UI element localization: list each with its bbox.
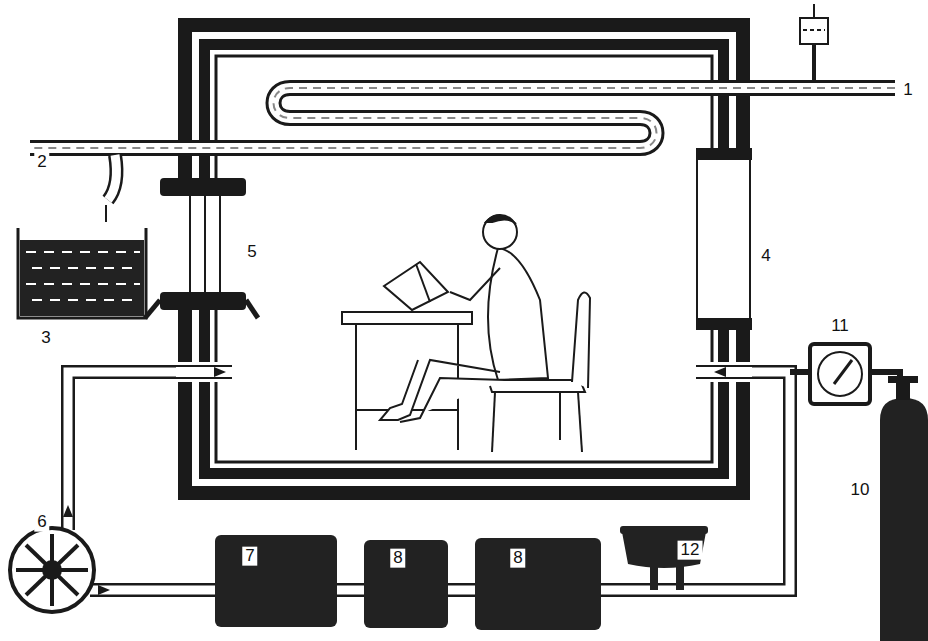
person-at-desk: [416, 264, 430, 302]
window-pane: [696, 148, 752, 330]
person-at-desk: [450, 268, 500, 300]
absorber-box: [215, 535, 337, 627]
person-at-desk: [578, 392, 582, 452]
water-container: [26, 251, 140, 253]
water-container: [108, 155, 116, 200]
pump-fan: [10, 528, 94, 612]
water-container: [26, 252, 140, 300]
oxygen-supply: [880, 398, 928, 641]
callout-number: 11: [828, 317, 852, 336]
air-pipe: [714, 367, 726, 377]
window-tube: [219, 195, 221, 295]
water-coil: [30, 88, 895, 148]
window-tube: [189, 195, 191, 295]
air-pipe: [696, 365, 752, 367]
callout-number: 12: [678, 541, 703, 560]
water-coil: [812, 44, 816, 80]
callout-number: 3: [38, 329, 53, 348]
absorber-box: [364, 540, 448, 628]
water-container: [105, 205, 107, 222]
water-coil: [803, 29, 825, 31]
absorber-box: [620, 526, 708, 534]
person-at-desk: [384, 262, 448, 310]
person-at-desk: [488, 248, 548, 380]
window-pane: [749, 158, 751, 318]
air-pipe: [176, 362, 232, 382]
window-tube: [204, 195, 206, 295]
person-at-desk: [342, 215, 590, 452]
callout-number: 7: [242, 547, 257, 566]
person-at-desk: [488, 380, 585, 392]
oxygen-supply: [888, 376, 918, 383]
window-tube: [160, 178, 246, 196]
air-pipe: [176, 365, 232, 367]
absorber-box: [622, 532, 706, 568]
oxygen-supply: [896, 382, 910, 400]
oxygen-supply: [790, 344, 928, 641]
water-coil: [30, 4, 895, 148]
water-container: [108, 155, 116, 200]
window-tube: [176, 195, 232, 295]
callout-number: 8: [390, 549, 405, 568]
person-at-desk: [400, 378, 505, 422]
oxygen-supply: [810, 344, 870, 404]
person-at-desk: [492, 392, 495, 452]
callout-number: 10: [848, 481, 873, 500]
water-coil: [30, 88, 895, 148]
water-coil: [30, 88, 895, 148]
oxygen-supply: [834, 360, 852, 384]
callout-number: 4: [758, 247, 773, 266]
window-pane: [696, 158, 698, 318]
air-pipe: [176, 377, 232, 379]
window-tube: [145, 178, 258, 318]
absorber-box: [650, 566, 658, 590]
callout-number: 1: [900, 81, 915, 100]
water-coil: [800, 18, 828, 44]
callout-number: 5: [244, 243, 259, 262]
water-container: [20, 240, 144, 316]
person-at-desk: [572, 292, 590, 388]
window-pane: [696, 158, 752, 318]
water-coil: [813, 4, 815, 18]
air-pipe: [696, 362, 752, 382]
air-pipe: [63, 505, 73, 517]
water-container: [18, 155, 146, 318]
absorber-box: [475, 538, 601, 630]
pump-fan: [16, 534, 88, 606]
window-tube: [160, 292, 246, 310]
air-pipe: [214, 367, 226, 377]
window-pane: [696, 318, 752, 330]
callout-number: 6: [34, 513, 49, 532]
water-container: [32, 299, 140, 301]
callout-number: 2: [34, 153, 49, 172]
air-pipe: [98, 585, 110, 595]
pump-fan: [42, 560, 62, 580]
person-at-desk: [559, 392, 561, 440]
person-at-desk: [486, 215, 516, 224]
water-container: [18, 228, 146, 318]
absorber-box: [215, 526, 708, 630]
absorber-box: [676, 566, 684, 590]
water-container: [32, 267, 140, 269]
window-pane: [696, 148, 752, 160]
air-pipe: [696, 377, 752, 379]
window-tube: [246, 300, 258, 318]
oxygen-supply: [818, 352, 862, 396]
water-container: [26, 283, 140, 285]
pump-fan: [10, 528, 94, 612]
person-at-desk: [355, 324, 357, 450]
person-at-desk: [483, 215, 517, 249]
person-at-desk: [342, 312, 472, 324]
callout-number: 8: [510, 549, 525, 568]
